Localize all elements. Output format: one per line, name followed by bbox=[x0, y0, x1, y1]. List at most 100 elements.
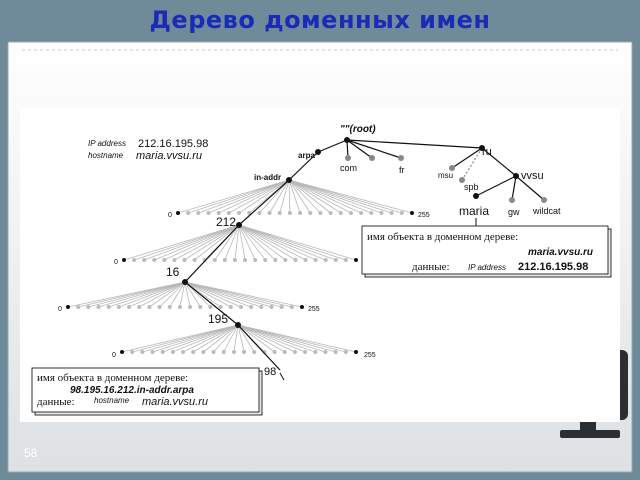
fan-node bbox=[140, 350, 145, 354]
fan-node bbox=[287, 211, 292, 215]
fan-node bbox=[333, 258, 338, 262]
fan-node bbox=[106, 305, 111, 309]
fan-edge bbox=[132, 324, 239, 353]
fan-edge bbox=[234, 224, 240, 261]
fan-node bbox=[142, 258, 147, 262]
fan-edge bbox=[98, 281, 186, 308]
fan-node bbox=[259, 305, 264, 309]
fan-node bbox=[313, 258, 318, 262]
fan-edge bbox=[238, 224, 326, 261]
fan-node bbox=[279, 305, 284, 309]
fan-edge bbox=[184, 281, 303, 308]
fan-edge bbox=[238, 224, 266, 261]
box-right-field: IP address bbox=[468, 263, 506, 272]
fan-node bbox=[231, 350, 236, 354]
node-16 bbox=[182, 279, 188, 285]
fan-edge bbox=[159, 281, 186, 308]
fan-edge bbox=[174, 224, 240, 261]
fan-node bbox=[323, 258, 328, 262]
fan-node bbox=[122, 258, 126, 262]
fan-node bbox=[242, 350, 247, 354]
node-x bbox=[369, 155, 375, 161]
node-root bbox=[344, 137, 350, 143]
fan-edge bbox=[288, 179, 331, 214]
node-spb bbox=[459, 177, 465, 183]
fan-node bbox=[96, 305, 101, 309]
fan-edge bbox=[238, 224, 336, 261]
fan-edge bbox=[237, 324, 326, 353]
fan-edge bbox=[179, 281, 186, 308]
fan-node bbox=[379, 211, 384, 215]
fan-node bbox=[177, 305, 182, 309]
node-wildcat bbox=[541, 197, 547, 203]
fan-node bbox=[127, 305, 132, 309]
fan-node bbox=[198, 305, 203, 309]
fan-edge bbox=[228, 179, 290, 214]
fan-edge bbox=[78, 281, 186, 308]
fan-edge bbox=[237, 324, 357, 353]
fan-edge bbox=[288, 179, 382, 214]
fan-edge bbox=[237, 324, 255, 353]
fan-edge bbox=[184, 281, 231, 308]
fan-node bbox=[308, 211, 313, 215]
hostname-value: maria.vvsu.ru bbox=[136, 150, 202, 162]
fan-edge bbox=[288, 179, 341, 214]
fan-node bbox=[147, 305, 152, 309]
fan-node bbox=[369, 211, 374, 215]
ip-label: IP address bbox=[88, 139, 126, 148]
fan-node bbox=[303, 258, 308, 262]
fan-edge bbox=[184, 281, 262, 308]
fan-node bbox=[172, 258, 177, 262]
fan-edge bbox=[188, 179, 290, 214]
fan-node bbox=[201, 350, 206, 354]
fan4-max: 255 bbox=[364, 352, 376, 359]
fan-node bbox=[298, 211, 303, 215]
box-left-heading: имя объекта в доменном дереве: bbox=[37, 372, 188, 384]
fan-node bbox=[218, 305, 223, 309]
fan-node bbox=[66, 305, 70, 309]
fan-node bbox=[247, 211, 252, 215]
label-16: 16 bbox=[166, 265, 180, 279]
fan-edge bbox=[193, 324, 239, 353]
fan1-max: 255 bbox=[418, 212, 430, 219]
fan-node bbox=[389, 211, 394, 215]
fan-node bbox=[176, 211, 180, 215]
fan-node bbox=[222, 258, 227, 262]
fan-edge bbox=[203, 324, 239, 353]
fan-node bbox=[249, 305, 254, 309]
fan-edge bbox=[237, 324, 316, 353]
box-right-name: maria.vvsu.ru bbox=[528, 247, 593, 258]
fan-edge bbox=[133, 224, 240, 261]
fan-node bbox=[243, 258, 248, 262]
fan-node bbox=[216, 211, 221, 215]
fan-edge bbox=[208, 179, 290, 214]
fan-edge bbox=[214, 224, 240, 261]
label-ru: ru bbox=[482, 146, 492, 158]
fan-node bbox=[116, 305, 121, 309]
reverse-fans bbox=[66, 179, 414, 354]
label-spb: spb bbox=[464, 182, 479, 192]
fan1-min: 0 bbox=[168, 212, 172, 219]
label-fr: fr bbox=[399, 165, 405, 175]
fan-node bbox=[206, 211, 211, 215]
node-gw bbox=[509, 197, 515, 203]
fan-node bbox=[226, 211, 231, 215]
tree-edges bbox=[184, 139, 545, 371]
fan-edge bbox=[238, 224, 306, 261]
fan-node bbox=[300, 305, 304, 309]
label-arpa: arpa bbox=[298, 151, 315, 160]
fan-node bbox=[170, 350, 175, 354]
fan-edge bbox=[288, 179, 321, 214]
fan-edge bbox=[279, 179, 290, 214]
fan-node bbox=[76, 305, 81, 309]
fan-edge bbox=[288, 179, 392, 214]
fan-edge bbox=[121, 324, 239, 353]
fan-node bbox=[252, 350, 257, 354]
fan3-max: 255 bbox=[308, 306, 320, 313]
fan-node bbox=[333, 350, 338, 354]
fan-node bbox=[410, 211, 414, 215]
fan-node bbox=[289, 305, 294, 309]
node-212 bbox=[236, 222, 242, 228]
fan-node bbox=[211, 350, 216, 354]
fan-node bbox=[253, 258, 258, 262]
